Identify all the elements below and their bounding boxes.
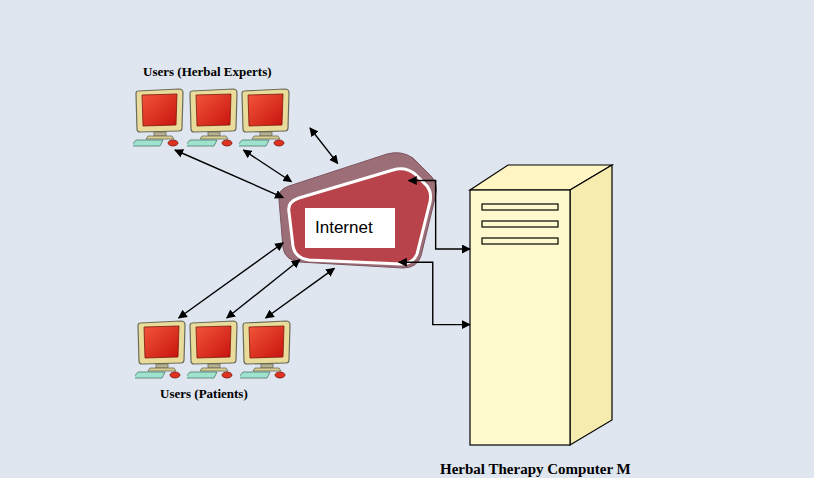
network-link bbox=[227, 260, 300, 318]
network-link bbox=[243, 150, 291, 182]
network-link bbox=[310, 128, 338, 163]
group-heading: Users (Patients) bbox=[160, 386, 248, 402]
server-tower: Herbal Therapy Computer M bbox=[470, 165, 612, 445]
computer-icon bbox=[185, 321, 237, 378]
computer-icon bbox=[185, 89, 237, 146]
network-link bbox=[175, 150, 283, 198]
network-link bbox=[179, 243, 284, 318]
network-link bbox=[409, 181, 470, 250]
computer-icon bbox=[238, 321, 290, 378]
user-group: Users (Patients) bbox=[125, 318, 310, 403]
computer-icon bbox=[237, 89, 289, 146]
computer-icon bbox=[131, 89, 183, 146]
group-heading: Herbal Therapy Computer M bbox=[440, 461, 631, 478]
tower-outline bbox=[470, 165, 612, 445]
internet-cloud: Internet bbox=[275, 150, 440, 272]
network-link bbox=[399, 262, 470, 324]
node-label: Internet bbox=[305, 208, 395, 248]
network-link bbox=[266, 268, 335, 318]
computer-icon bbox=[133, 321, 185, 378]
user-group: Users (Herbal Experts) bbox=[125, 62, 310, 150]
group-heading: Users (Herbal Experts) bbox=[143, 64, 272, 80]
